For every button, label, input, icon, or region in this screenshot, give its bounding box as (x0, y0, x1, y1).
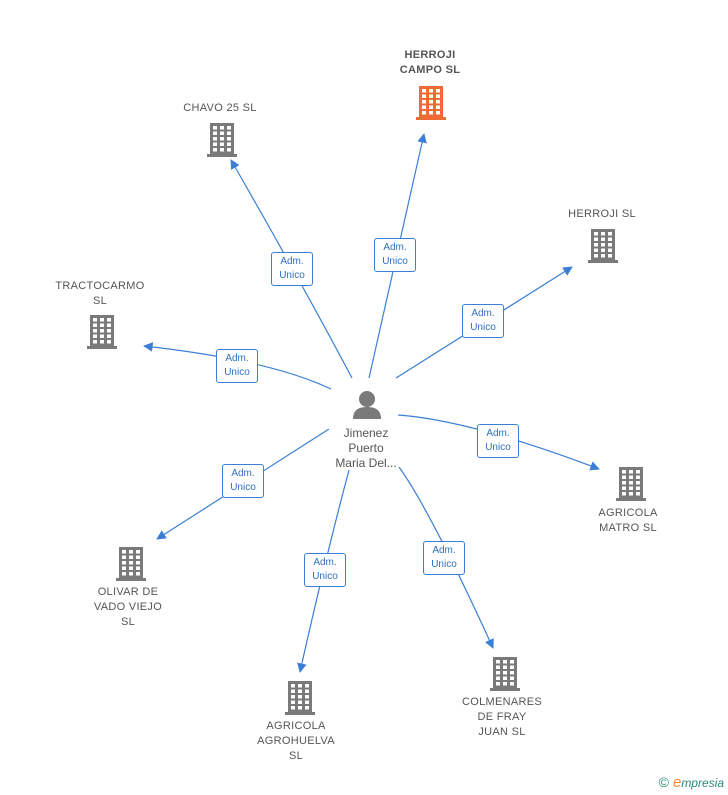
building-icon-agrohuelva[interactable] (285, 681, 315, 715)
company-label-agricola-matro[interactable]: AGRICOLA MATRO SL (598, 507, 658, 534)
role-label-tractocarmo: Adm. Unico (216, 349, 258, 383)
building-icon-herroji[interactable] (588, 229, 618, 263)
role-label-olivar: Adm. Unico (222, 464, 264, 498)
person-name[interactable]: Jimenez Puerto Maria Del... (335, 426, 397, 470)
role-label-colmenares: Adm. Unico (423, 541, 465, 575)
building-icon-agricola-matro[interactable] (616, 467, 646, 501)
role-label-agrohuelva: Adm. Unico (304, 553, 346, 587)
role-label-herroji: Adm. Unico (462, 304, 504, 338)
building-icon-colmenares[interactable] (490, 657, 520, 691)
building-icon-tractocarmo[interactable] (87, 315, 117, 349)
role-label-herroji-campo: Adm. Unico (374, 238, 416, 272)
company-label-olivar[interactable]: OLIVAR DE VADO VIEJO SL (93, 586, 163, 628)
role-label-chavo25: Adm. Unico (271, 252, 313, 286)
person-icon (353, 391, 381, 419)
building-icon-olivar[interactable] (116, 547, 146, 581)
building-icon-herroji-campo[interactable] (416, 86, 446, 120)
company-label-colmenares[interactable]: COLMENARES DE FRAY JUAN SL (461, 696, 543, 738)
company-label-herroji[interactable]: HERROJI SL (568, 208, 636, 220)
building-icon-chavo25[interactable] (207, 123, 237, 157)
brand-logo: ©empresia (658, 774, 724, 791)
edge-colmenares (398, 466, 494, 649)
role-label-agricola-matro: Adm. Unico (477, 424, 519, 458)
company-label-agrohuelva[interactable]: AGRICOLA AGROHUELVA SL (257, 720, 335, 762)
company-label-tractocarmo[interactable]: TRACTOCARMO SL (55, 280, 145, 307)
company-label-chavo25[interactable]: CHAVO 25 SL (183, 102, 257, 114)
company-label-herroji-campo[interactable]: HERROJI CAMPO SL (399, 49, 461, 76)
